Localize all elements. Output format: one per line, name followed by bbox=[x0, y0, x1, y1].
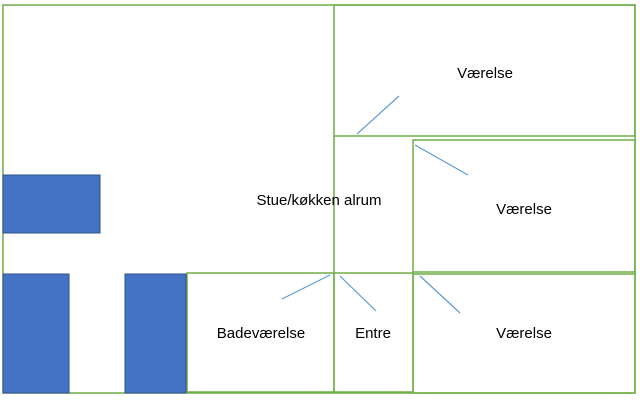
door-swing-bedroom-middle bbox=[414, 144, 469, 176]
room-label-bedroom-middle: Værelse bbox=[496, 201, 552, 218]
room-label-living-kitchen: Stue/køkken alrum bbox=[256, 192, 381, 209]
door-swing-bathroom bbox=[281, 274, 331, 300]
door-swing-bedroom-top bbox=[356, 95, 400, 135]
fixture-block-left-upper bbox=[2, 174, 101, 234]
door-swing-bedroom-bottom bbox=[419, 275, 461, 314]
bedroom-middle-outline bbox=[412, 139, 636, 273]
room-label-bedroom-top: Værelse bbox=[457, 65, 513, 82]
room-label-entrance: Entre bbox=[355, 325, 391, 342]
fixture-block-center bbox=[124, 273, 187, 394]
fixture-block-left-lower bbox=[2, 273, 70, 394]
bedroom-top-outline bbox=[333, 4, 636, 137]
room-label-bathroom: Badeværelse bbox=[217, 325, 305, 342]
door-swing-entrance bbox=[339, 275, 377, 312]
room-label-bedroom-bottom: Værelse bbox=[496, 325, 552, 342]
entrance-outline bbox=[333, 272, 414, 393]
